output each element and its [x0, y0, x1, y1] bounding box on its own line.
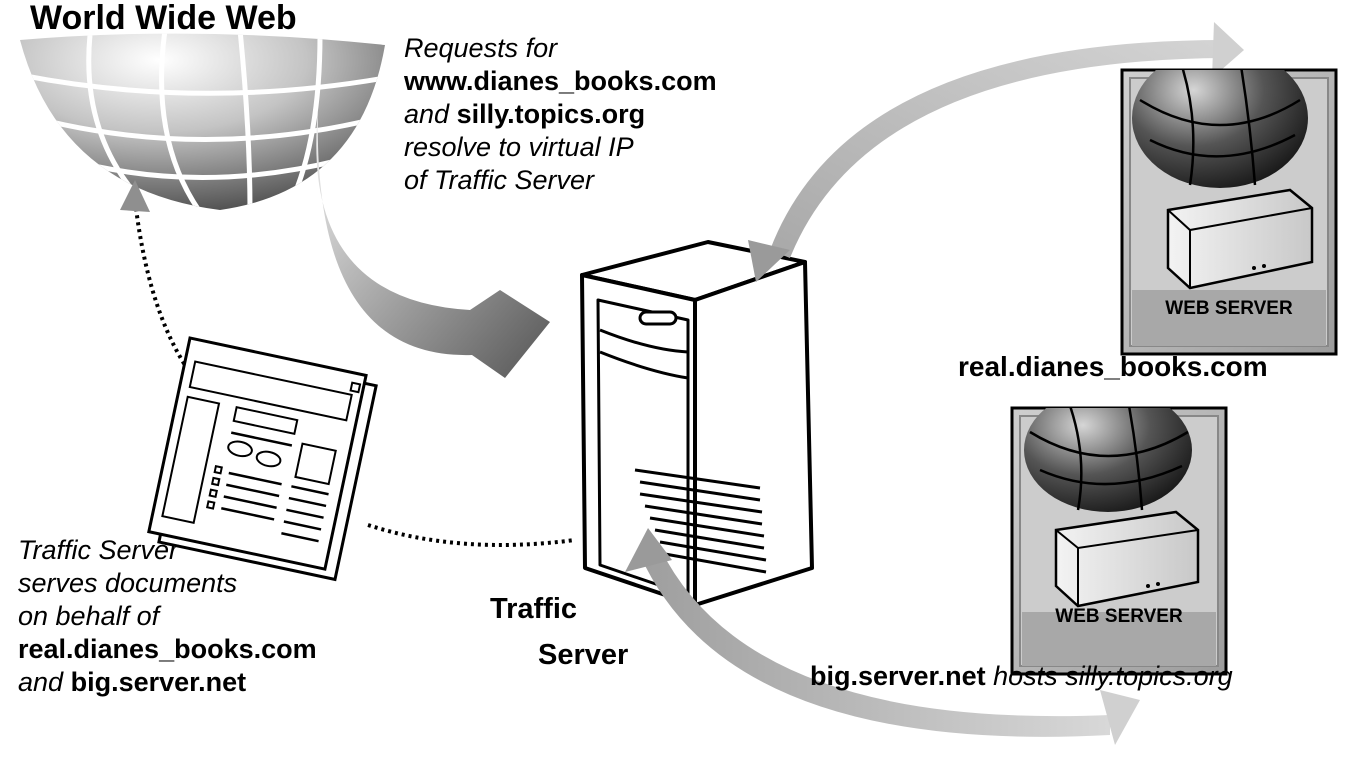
serve-note-and: and — [18, 667, 64, 697]
lower-forwarding-arrow — [640, 548, 1110, 737]
dns-note: Requests for www.dianes_books.com and si… — [404, 32, 717, 197]
arrowhead-to-globe-icon — [120, 180, 150, 212]
serve-note-line3: on behalf of — [18, 601, 160, 631]
traffic-server-label: Traffic Server — [490, 586, 628, 678]
dns-note-and: and — [404, 99, 450, 129]
web-server-2-panel — [1010, 406, 1228, 676]
globe-title: World Wide Web — [30, 0, 297, 37]
dns-note-domain2: silly.topics.org — [456, 99, 646, 129]
arrowhead-to-webserver1-icon — [1212, 22, 1244, 78]
world-wide-web-globe — [20, 33, 385, 210]
dns-note-line1: Requests for — [404, 33, 558, 63]
serve-note-line1: Traffic Server — [18, 535, 179, 565]
web-server-1-badge: WEB SERVER — [1165, 298, 1293, 319]
traffic-server-label-line1: Traffic — [490, 593, 578, 625]
serve-note-line5: and big.server.net — [18, 666, 317, 699]
arrowhead-up-to-server-icon — [625, 528, 672, 572]
web-server-2-hostname: big.server.net — [810, 661, 986, 691]
dns-note-domain1: www.dianes_books.com — [404, 66, 717, 96]
dns-note-line4: resolve to virtual IP — [404, 132, 634, 162]
arrowhead-to-webserver2-icon — [1100, 690, 1140, 745]
dotted-return-path — [133, 199, 207, 394]
web-server-2-badge: WEB SERVER — [1055, 606, 1183, 627]
web-server-1-panel — [1120, 68, 1338, 356]
traffic-server-label-line2: Server — [538, 639, 629, 671]
dns-note-line5: of Traffic Server — [404, 165, 595, 195]
traffic-server-tower — [580, 240, 814, 607]
web-server-2-caption: big.server.net hosts silly.topics.org — [810, 660, 1233, 693]
serve-note-line2: serves documents — [18, 568, 238, 598]
dotted-link-to-server — [367, 523, 576, 547]
dns-note-line3: and silly.topics.org — [404, 98, 717, 131]
upper-forwarding-arrow — [770, 40, 1225, 258]
browser-window-icon — [147, 336, 378, 582]
serve-note-host2: big.server.net — [70, 667, 247, 697]
serve-note: Traffic Server serves documents on behal… — [18, 534, 317, 699]
web-server-2-hosts-text: hosts silly.topics.org — [993, 661, 1233, 691]
request-flow-arrow — [316, 110, 550, 378]
serve-note-host1: real.dianes_books.com — [18, 634, 317, 664]
web-server-1-hostname: real.dianes_books.com — [958, 351, 1268, 382]
arrowhead-to-server-icon — [748, 240, 790, 282]
